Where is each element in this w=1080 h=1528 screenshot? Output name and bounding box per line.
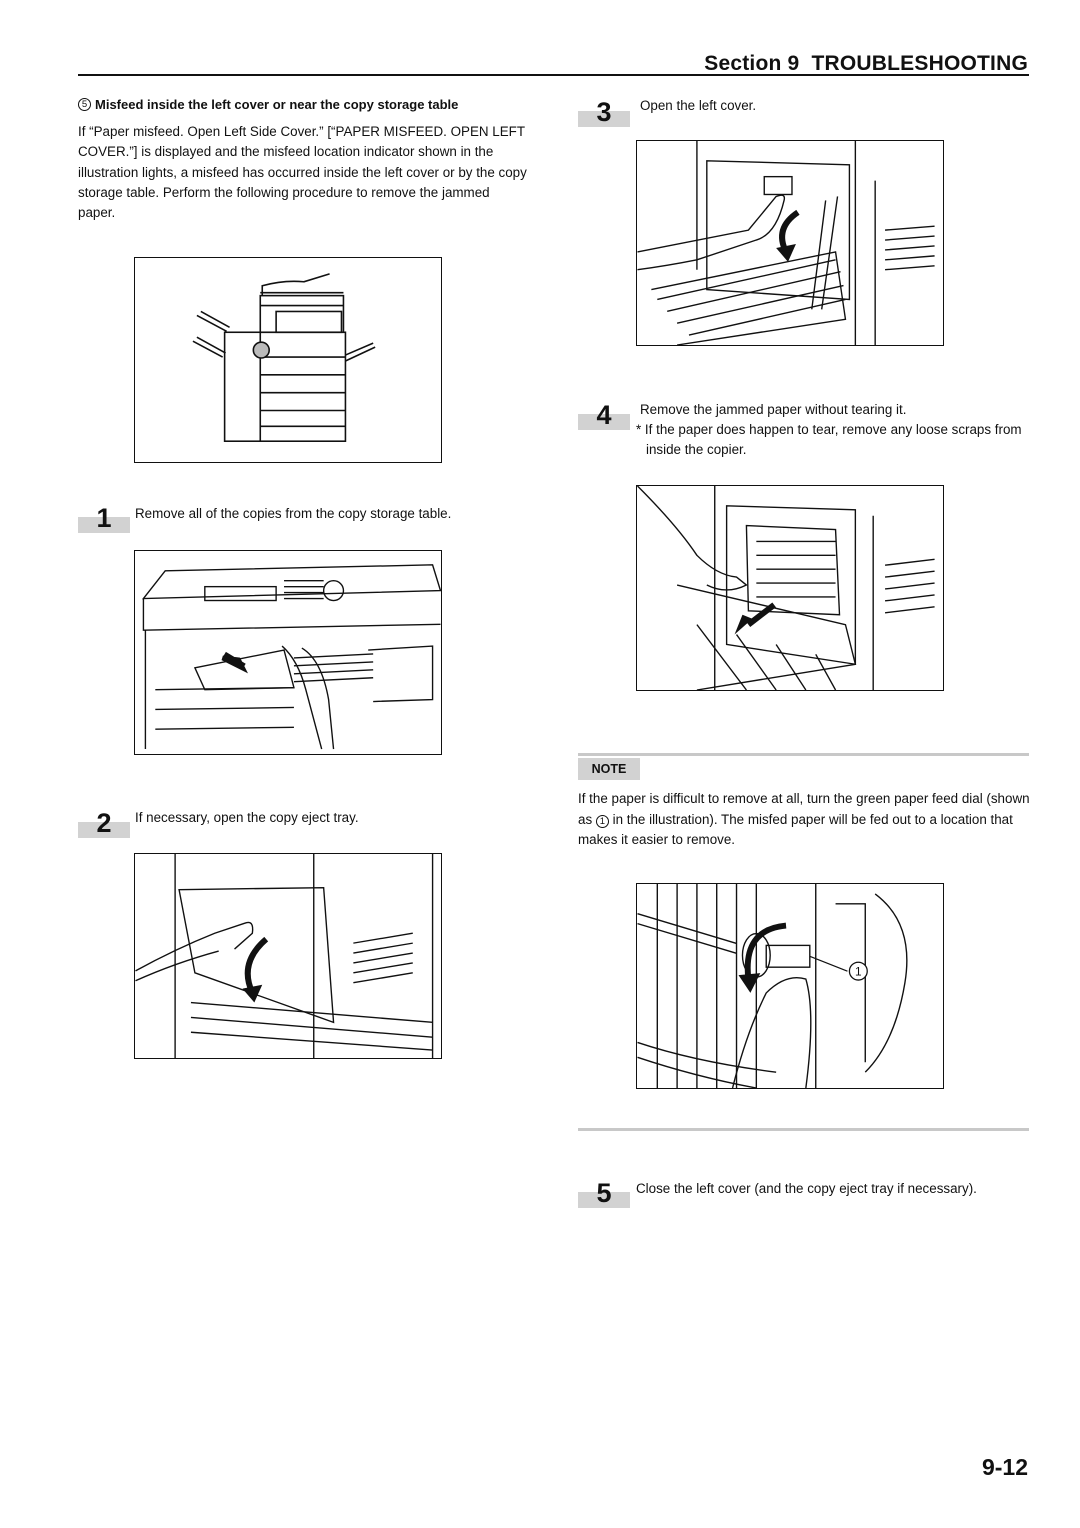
subsection-title: Misfeed inside the left cover or near th…	[95, 97, 459, 112]
step-3-number: 3	[578, 97, 630, 127]
step-4-text: Remove the jammed paper without tearing …	[640, 402, 907, 417]
page-number: 9-12	[981, 1454, 1028, 1480]
step-4-figure	[636, 485, 944, 691]
step-5-text: Close the left cover (and the copy eject…	[636, 1181, 977, 1196]
step-2-figure	[134, 853, 442, 1059]
step-4-number: 4	[578, 400, 630, 430]
intro-paragraph: If “Paper misfeed. Open Left Side Cover.…	[78, 124, 527, 221]
remove-copies-illustration	[141, 564, 441, 750]
step-1-number: 1	[78, 503, 130, 533]
dial-callout: 1	[855, 965, 862, 979]
step-2-text: If necessary, open the copy eject tray.	[135, 810, 359, 825]
note-text: If the paper is difficult to remove at a…	[578, 789, 1030, 851]
step-1-figure	[134, 550, 442, 755]
note-text-after: in the illustration). The misfed paper w…	[578, 811, 1013, 848]
note-text-before: If the paper is difficult to remove at a…	[578, 791, 1030, 827]
section-header: Section 9 TROUBLESHOOTING	[704, 52, 1028, 76]
copier-overview-illustration	[192, 273, 376, 442]
remove-jammed-paper-illustration	[637, 486, 935, 690]
subsection-heading: 5 Misfeed inside the left cover or near …	[78, 97, 538, 112]
step-5-number: 5	[578, 1178, 630, 1208]
step-3-text: Open the left cover.	[640, 98, 757, 113]
note-dial-marker: 1	[595, 814, 609, 828]
step-2-number: 2	[78, 808, 130, 838]
dial-figure: 1	[636, 883, 944, 1089]
copier-overview-figure	[134, 257, 442, 463]
section-label: Section 9	[704, 52, 800, 75]
step-4-subnote: * If the paper does happen to tear, remo…	[636, 422, 1022, 457]
subsection-number: 5	[78, 98, 91, 111]
step-5-separator	[578, 1128, 1029, 1131]
paper-feed-dial-illustration: 1	[637, 884, 908, 1088]
section-title: TROUBLESHOOTING	[811, 52, 1028, 75]
open-left-cover-illustration	[637, 141, 935, 345]
header-rule	[78, 74, 1029, 76]
step-3-figure	[636, 140, 944, 346]
step-1-text: Remove all of the copies from the copy s…	[135, 506, 452, 521]
note-top-rule	[578, 753, 1029, 756]
note-label: NOTE	[578, 758, 640, 780]
open-eject-tray-illustration	[135, 854, 434, 1058]
